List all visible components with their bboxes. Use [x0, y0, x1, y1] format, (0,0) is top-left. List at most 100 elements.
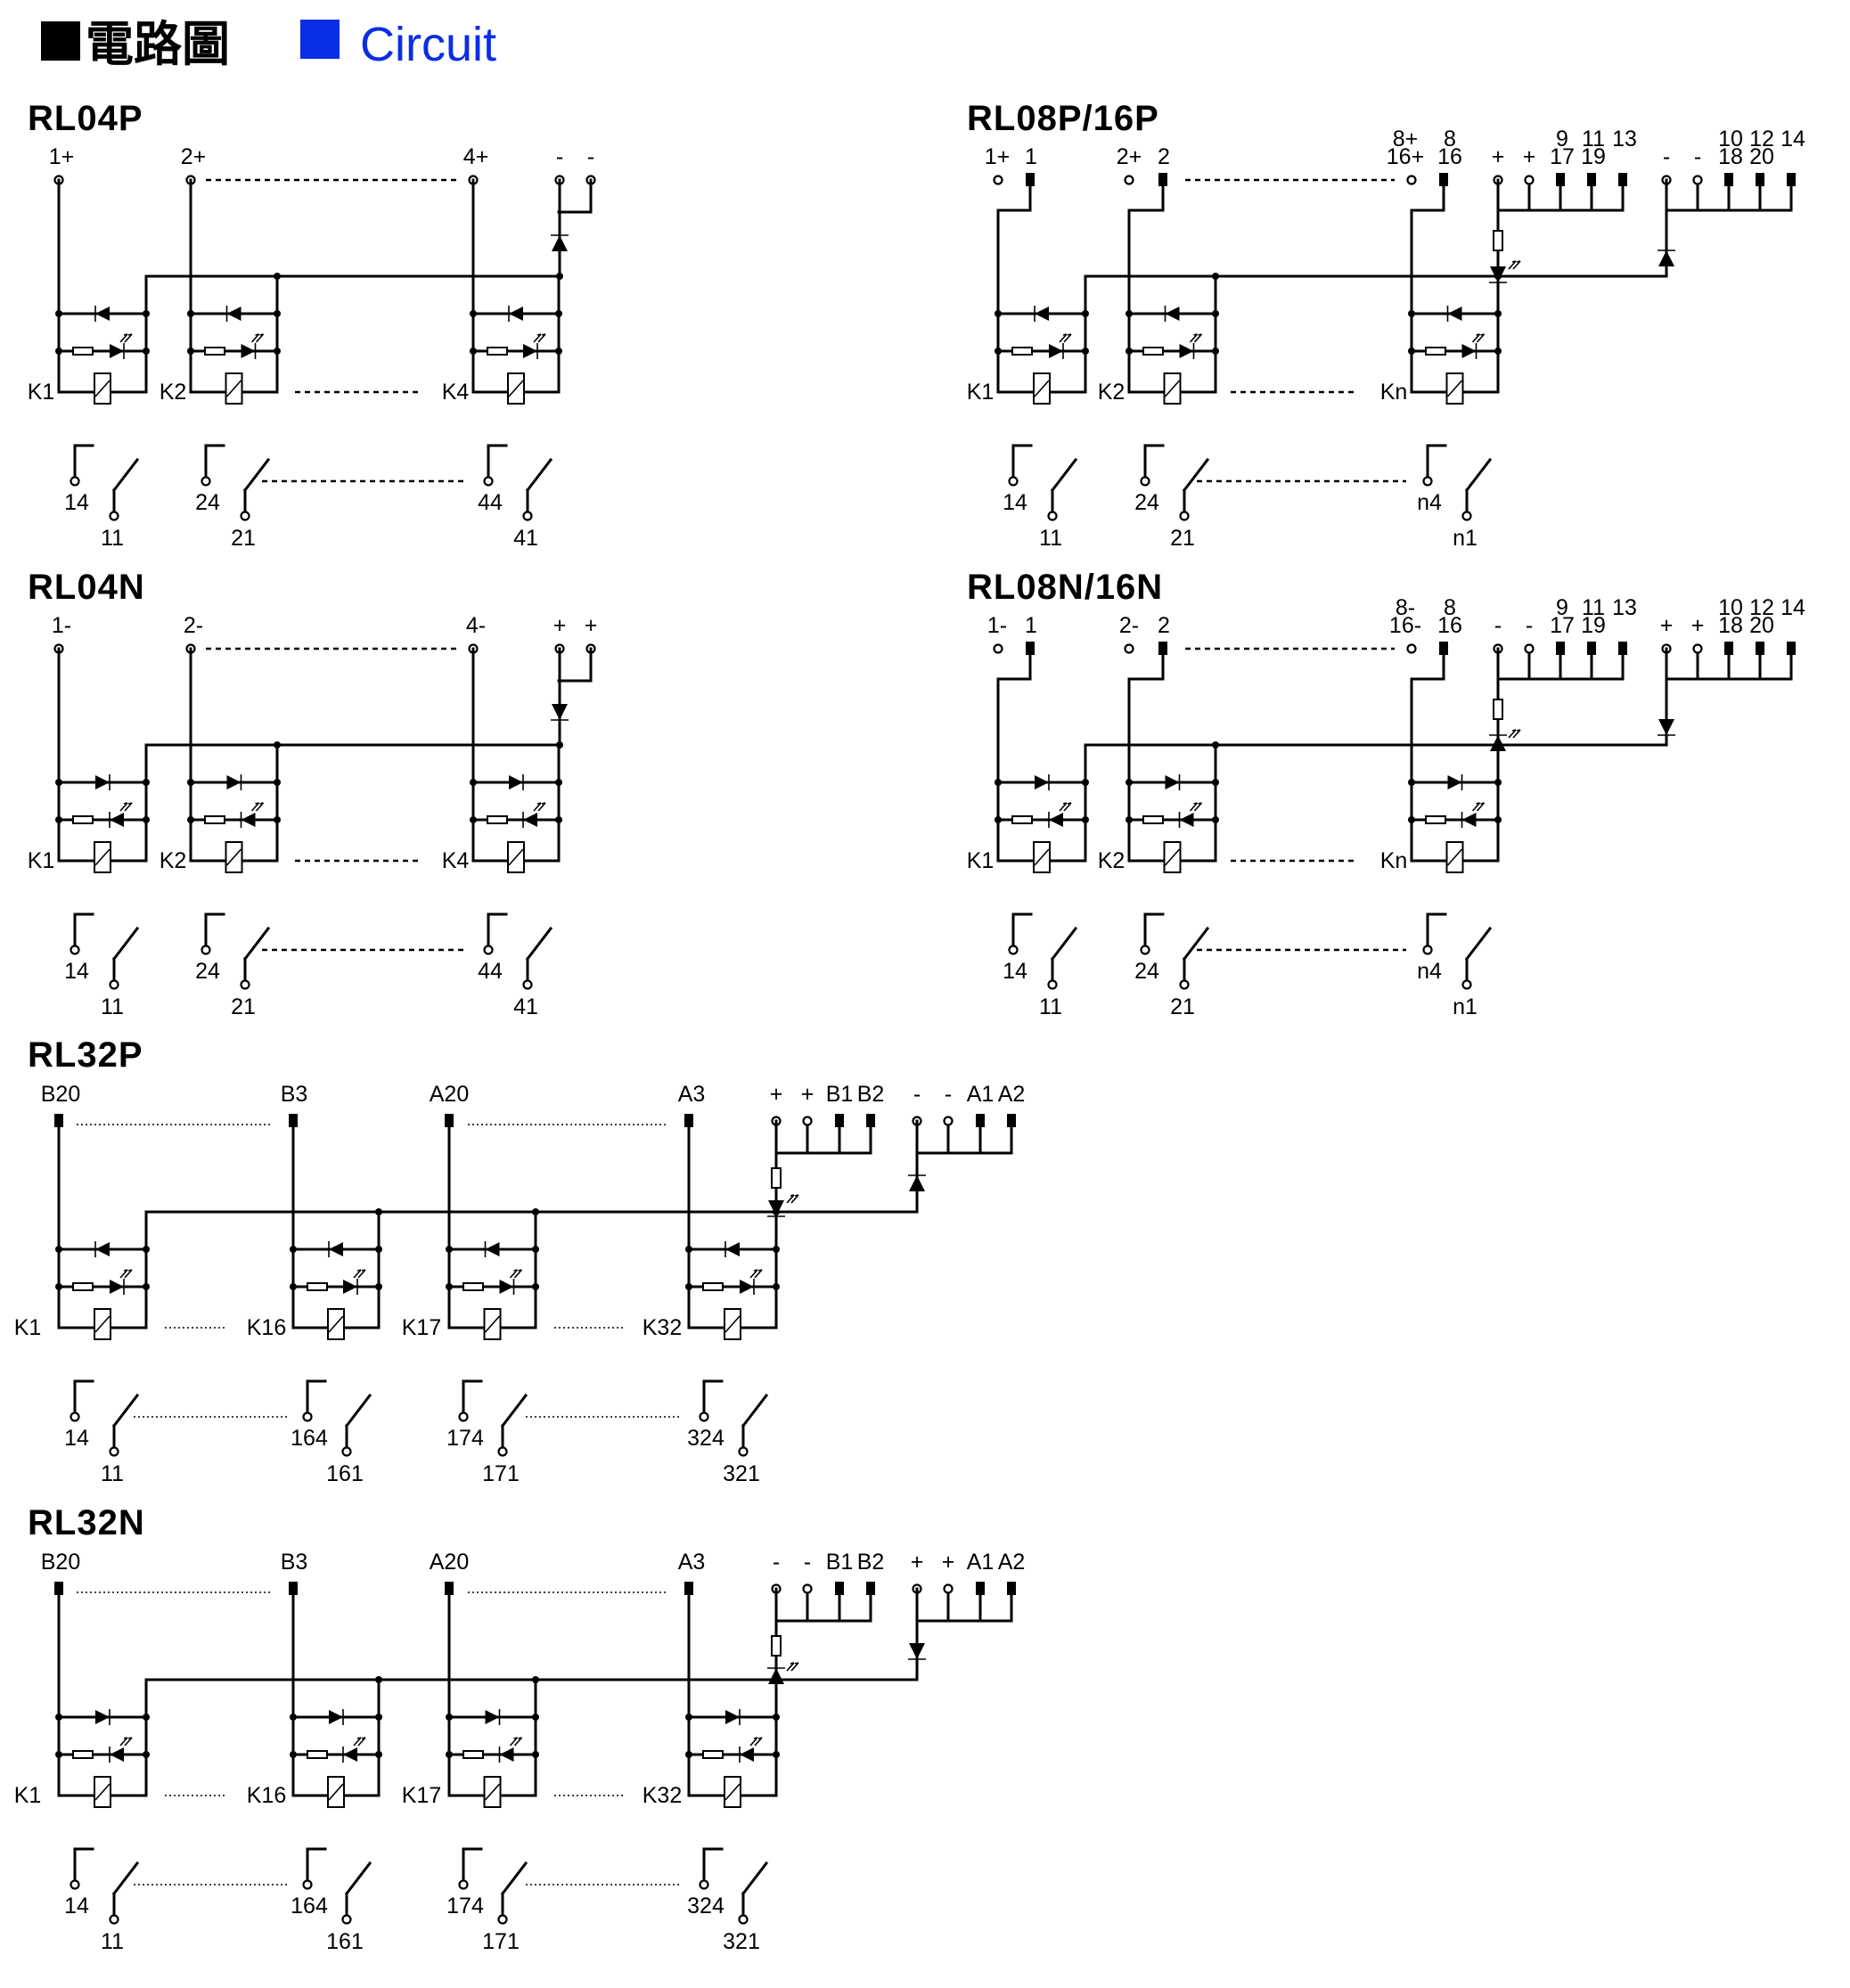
wire	[242, 457, 271, 493]
terminal-label: 9	[1556, 595, 1568, 620]
terminal-label: 8	[1444, 595, 1456, 620]
wire	[255, 333, 265, 343]
terminal-label: 2+	[1117, 144, 1142, 169]
terminal-label: 11	[1582, 595, 1605, 620]
wire	[1193, 333, 1203, 343]
terminal-label: 14	[64, 959, 89, 984]
junction-dot	[1126, 348, 1133, 355]
wire	[487, 444, 508, 479]
wire	[508, 848, 524, 866]
wire	[306, 1847, 327, 1883]
terminal-label: 174	[446, 1894, 484, 1918]
wire	[1164, 848, 1181, 866]
wire	[462, 1847, 483, 1883]
junction-dot	[995, 779, 1002, 786]
wire	[328, 1315, 344, 1333]
wire	[1193, 802, 1203, 812]
open-terminal	[458, 1879, 469, 1890]
terminal-label: A2	[998, 1550, 1026, 1575]
wire	[353, 1269, 362, 1279]
wire	[123, 1269, 128, 1272]
terminal-label: 11	[101, 994, 124, 1019]
wire	[344, 1861, 372, 1896]
diode-triangle	[499, 1280, 514, 1294]
wire	[533, 802, 542, 812]
terminal-label: +	[585, 613, 598, 638]
open-terminal	[70, 1411, 80, 1422]
wire	[757, 1269, 763, 1272]
wire	[1476, 802, 1486, 812]
terminal-label: n4	[1417, 959, 1442, 984]
wire	[124, 333, 133, 343]
wire	[1476, 333, 1486, 343]
terminal-label: 2	[1158, 613, 1170, 638]
terminal-label: 2-	[1119, 613, 1139, 638]
terminal-label: 11	[1039, 994, 1062, 1019]
wire	[250, 802, 260, 812]
terminal-label: n1	[1453, 994, 1478, 1019]
terminal-label: 1+	[49, 144, 75, 169]
junction-dot	[1408, 310, 1415, 317]
junction-dot	[143, 310, 150, 317]
open-terminal	[1406, 175, 1417, 185]
diode-triangle	[1658, 250, 1674, 266]
diode-triangle	[1035, 775, 1049, 789]
open-terminal	[70, 1879, 80, 1890]
square-terminal	[1439, 642, 1448, 655]
junction-dot	[446, 1751, 453, 1758]
junction-dot	[187, 348, 194, 355]
open-terminal	[341, 1446, 352, 1457]
open-terminal	[738, 1446, 749, 1457]
terminal-label: B1	[826, 1082, 854, 1107]
wire	[487, 912, 508, 948]
open-terminal	[70, 945, 80, 955]
terminal-label: 174	[446, 1426, 484, 1451]
junction-dot	[1082, 310, 1089, 317]
terminal-label: K1	[967, 848, 995, 873]
terminal-label: 18	[1718, 144, 1743, 169]
terminal-label: 14	[1003, 490, 1027, 515]
terminal-label: 11	[101, 1929, 124, 1954]
terminal-label: K2	[160, 848, 187, 873]
resistor	[1142, 815, 1164, 824]
terminal-label: 16+	[1387, 144, 1424, 169]
wire	[259, 333, 264, 336]
wire	[537, 333, 546, 343]
square-terminal	[684, 1582, 693, 1595]
square-terminal	[1756, 642, 1764, 655]
open-terminal	[302, 1411, 313, 1422]
wire	[794, 1194, 799, 1197]
wire	[111, 926, 140, 961]
wire	[541, 333, 546, 336]
wire	[123, 802, 128, 805]
title-rl04p: RL04P	[28, 99, 143, 138]
wire	[306, 1379, 327, 1415]
wire	[753, 1269, 758, 1272]
diode-triangle	[509, 775, 523, 789]
resistor	[72, 1750, 94, 1759]
junction-dot	[55, 779, 62, 786]
junction-dot	[375, 1714, 382, 1721]
terminal-label: -	[1663, 144, 1670, 169]
terminal-label: K16	[247, 1783, 286, 1808]
junction-dot	[290, 1751, 297, 1758]
terminal-label: 18	[1718, 613, 1743, 638]
junction-dot	[274, 779, 281, 786]
terminal-label: 8	[1444, 127, 1456, 151]
square-terminal	[1587, 173, 1596, 186]
open-terminal	[1008, 476, 1019, 487]
wire	[525, 926, 553, 961]
junction-dot	[55, 1283, 62, 1290]
wire	[1480, 333, 1485, 336]
wire	[94, 380, 111, 397]
wire	[702, 1379, 724, 1415]
junction-dot	[1494, 310, 1502, 317]
wire	[1511, 260, 1517, 263]
wire	[1471, 333, 1481, 343]
terminal-label: 164	[291, 1894, 328, 1918]
diode-triangle	[485, 1242, 500, 1256]
wire	[111, 1393, 140, 1428]
junction-dot	[143, 1714, 150, 1721]
